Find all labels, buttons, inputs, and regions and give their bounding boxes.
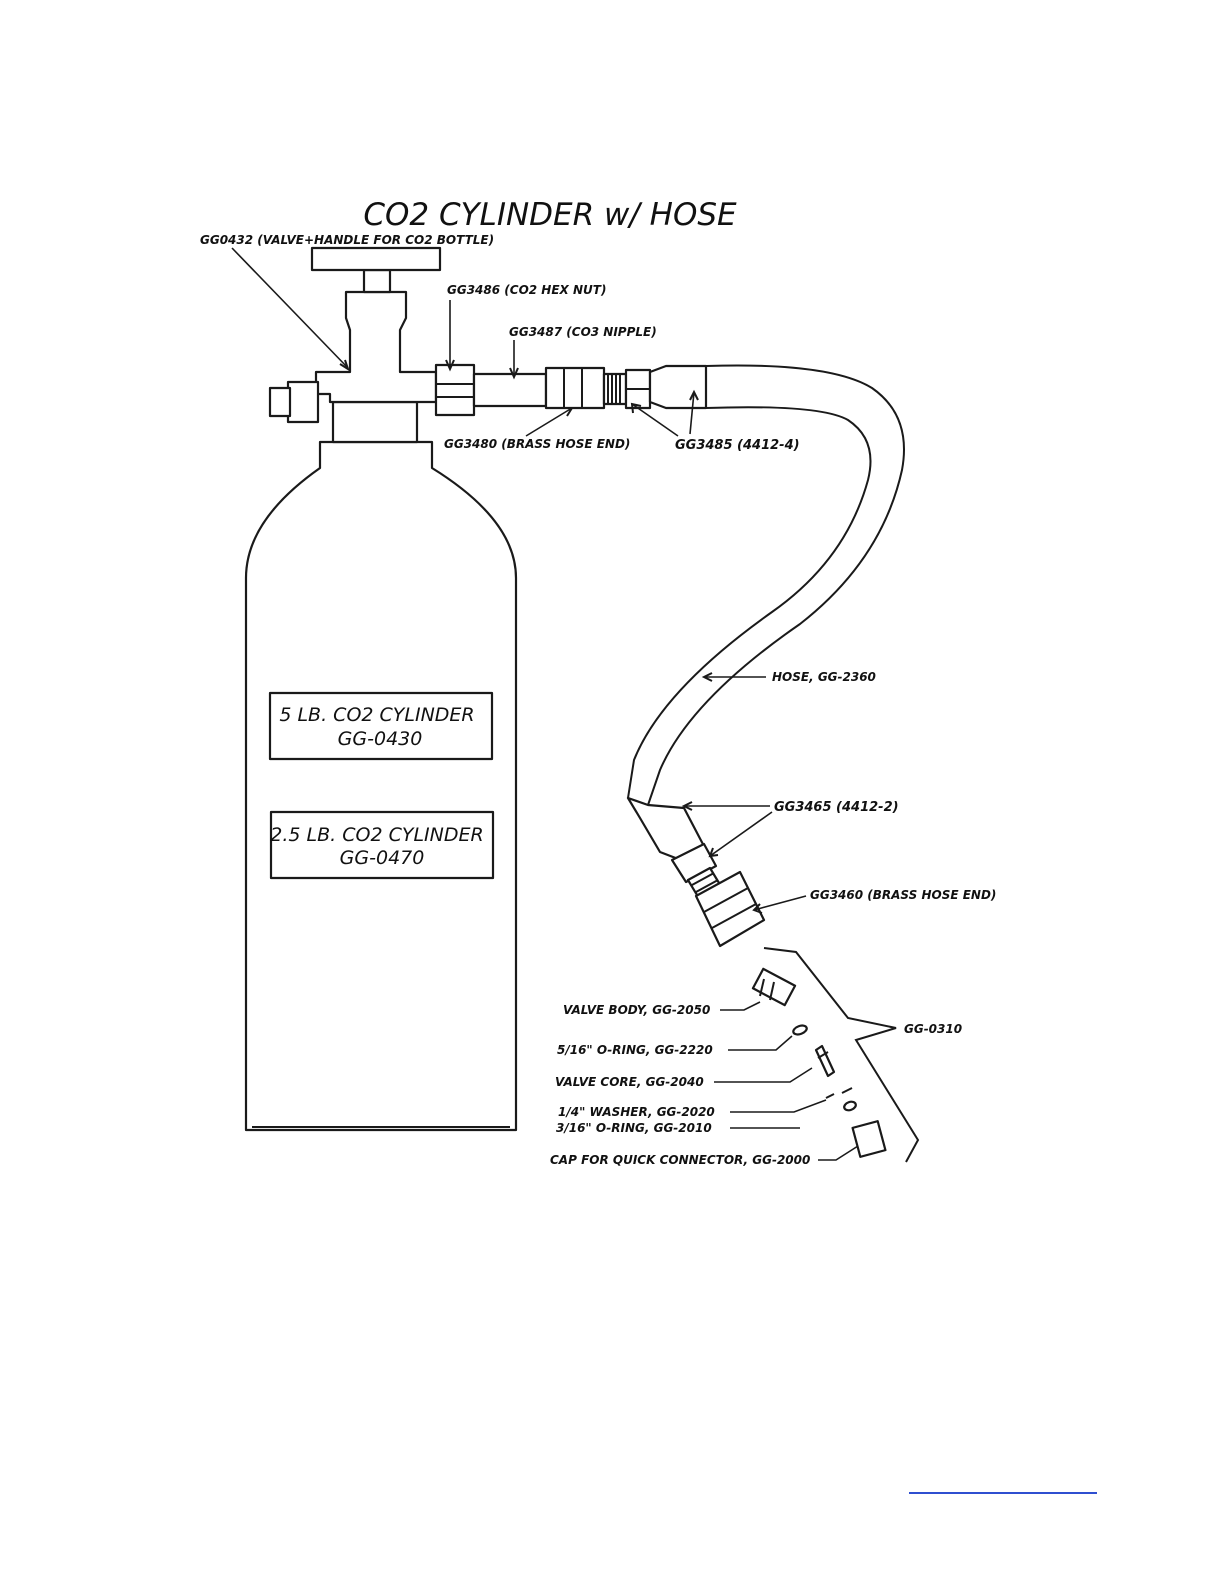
box-2-5lb-line2: GG-0470 [340, 847, 425, 869]
label-valve-handle: GG0432 (VALVE+HANDLE FOR CO2 BOTTLE) [200, 233, 494, 247]
hose-fittings-top [434, 363, 708, 417]
label-cap: CAP FOR QUICK CONNECTOR, GG-2000 [550, 1153, 810, 1167]
quick-connector-parts [751, 967, 887, 1158]
hose-fittings-bottom [626, 796, 766, 948]
label-ferrule-top: GG3485 (4412-4) [675, 438, 800, 453]
box-5lb-line2: GG-0430 [338, 728, 423, 750]
label-ferrule-bottom: GG3465 (4412-2) [774, 800, 899, 815]
leader-lines [231, 247, 859, 1161]
label-hose: HOSE, GG-2360 [772, 670, 876, 684]
box-2-5lb-line1: 2.5 LB. CO2 CYLINDER [270, 824, 483, 846]
box-5lb-line1: 5 LB. CO2 CYLINDER [279, 704, 474, 726]
co2-cylinder [244, 440, 518, 1132]
label-washer: 1/4" WASHER, GG-2020 [558, 1105, 715, 1119]
hose [627, 364, 905, 806]
label-nipple: GG3487 (CO3 NIPPLE) [509, 325, 657, 339]
label-oring-5-16: 5/16" O-RING, GG-2220 [557, 1043, 713, 1057]
label-valve-body: VALVE BODY, GG-2050 [563, 1003, 710, 1017]
label-hex-nut: GG3486 (CO2 HEX NUT) [447, 283, 606, 297]
label-brass-hose-end-bottom: GG3460 (BRASS HOSE END) [810, 888, 996, 902]
cylinder-valve [268, 246, 442, 444]
label-brass-hose-end-top: GG3480 (BRASS HOSE END) [444, 437, 630, 451]
cylinder-box-2-5lb: 2.5 LB. CO2 CYLINDER GG-0470 [269, 810, 495, 880]
label-kit: GG-0310 [904, 1022, 962, 1036]
diagram-title: CO2 CYLINDER w/ HOSE [363, 197, 737, 233]
label-valve-core: VALVE CORE, GG-2040 [555, 1075, 704, 1089]
label-oring-3-16: 3/16" O-RING, GG-2010 [556, 1121, 712, 1135]
kit-bracket [763, 947, 920, 1163]
footer-link-underline[interactable] [909, 1492, 1097, 1494]
cylinder-box-5lb: 5 LB. CO2 CYLINDER GG-0430 [268, 691, 494, 761]
